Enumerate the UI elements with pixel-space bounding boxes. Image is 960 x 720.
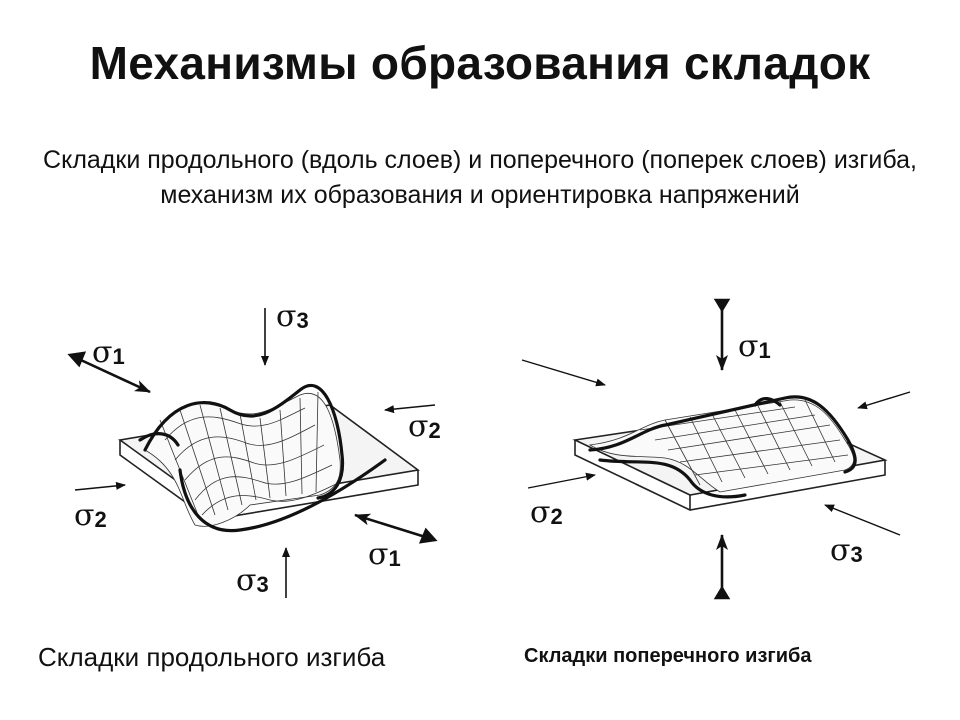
right-arrow-sigma1-top [713,298,731,371]
left-label-sigma2-right: σ2 [408,409,441,444]
caption-transverse-fold: Складки поперечного изгиба [524,645,812,667]
left-label-sigma1-bottom: σ1 [368,537,401,572]
longitudinal-fold-figure: σ1 σ3 σ2 σ2 σ1 σ3 [67,299,441,598]
left-label-sigma1-top: σ1 [92,335,125,370]
transverse-fold-figure: σ1 σ2 σ3 [521,298,911,600]
right-arrow-upper-left [521,359,606,387]
right-label-sigma1-top: σ1 [738,329,771,364]
left-arrow-sigma1-bottom [354,513,438,544]
right-label-sigma2-left: σ2 [530,495,563,530]
right-arrow-sigma1-bottom [713,534,731,600]
right-arrow-upper-right [857,391,911,410]
left-arrow-sigma2-left [74,481,126,491]
left-arrow-sigma2-right [384,404,436,414]
left-arrow-sigma1-top [67,351,151,394]
left-label-sigma3-top: σ3 [276,299,309,334]
fold-mechanisms-diagram: σ1 σ3 σ2 σ2 σ1 σ3 [67,298,911,600]
left-fold-outline [138,383,387,533]
right-arrow-sigma3-right [824,504,901,536]
caption-longitudinal-fold: Складки продольного изгиба [38,642,386,672]
left-label-sigma3-bottom: σ3 [236,563,269,598]
right-fold-outline [588,395,857,499]
page-subtitle: Складки продольного (вдоль слоев) и попе… [43,146,917,209]
left-label-sigma2-left: σ2 [74,498,107,533]
right-label-sigma3-right: σ3 [830,533,863,568]
page-title: Механизмы образования складок [89,37,871,89]
right-arrow-sigma2-left [527,472,596,489]
